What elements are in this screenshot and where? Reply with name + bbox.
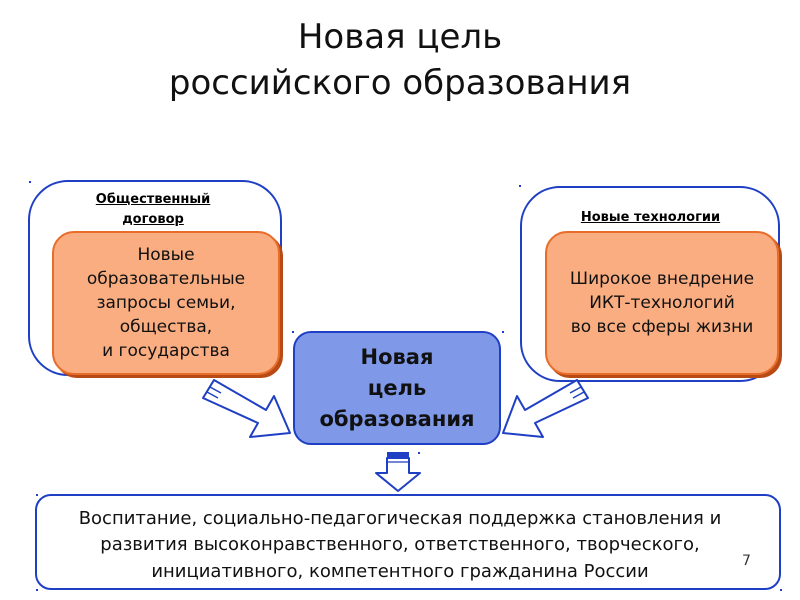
title-line-1: Новая цель (297, 17, 503, 57)
right-box-line: ИКТ-технологий (589, 293, 735, 313)
left-box-line: запросы семьи, (96, 293, 236, 313)
left-group-label: Общественный договор (78, 190, 228, 230)
result-line-2: развития высоконравственного, ответствен… (100, 534, 700, 555)
new-education-goal-box: Новая цель образования (293, 331, 501, 445)
page-number: 7 (742, 553, 751, 569)
decorative-dot (519, 185, 521, 187)
left-box-line: общества, (119, 317, 213, 337)
decorative-dot (36, 589, 38, 591)
center-line: образования (319, 406, 475, 431)
left-box-line: образовательные (86, 269, 246, 289)
right-box-line: Широкое внедрение (569, 269, 755, 289)
title-line-2: российского образования (168, 63, 632, 103)
left-group-label-line-2: договор (122, 212, 184, 227)
left-box-line: Новые (137, 245, 195, 265)
result-line-1: Воспитание, социально-педагогическая под… (78, 508, 722, 529)
left-box-line: и государства (102, 341, 230, 361)
right-technologies-box: Широкое внедрение ИКТ-технологий во все … (545, 231, 779, 375)
result-line-3: инициативного, компетентного гражданина … (151, 561, 649, 582)
arrow-down-icon (375, 452, 421, 492)
result-box (35, 494, 781, 590)
slide-title: Новая цель российского образования (0, 14, 800, 106)
arrow-left-to-center-icon (202, 379, 291, 438)
decorative-dot (418, 452, 420, 454)
decorative-dot (292, 331, 294, 333)
left-group-label-line-1: Общественный (95, 192, 211, 207)
decorative-dot (780, 589, 782, 591)
decorative-dot (29, 181, 31, 183)
left-requests-box: Новые образовательные запросы семьи, общ… (52, 231, 280, 375)
right-box-line: во все сферы жизни (570, 317, 754, 337)
arrow-right-to-center-icon (502, 379, 589, 438)
right-group-label: Новые технологии (580, 210, 721, 225)
decorative-dot (502, 331, 504, 333)
decorative-dot (36, 494, 38, 496)
center-line: цель (367, 375, 427, 400)
center-line: Новая (360, 344, 434, 369)
